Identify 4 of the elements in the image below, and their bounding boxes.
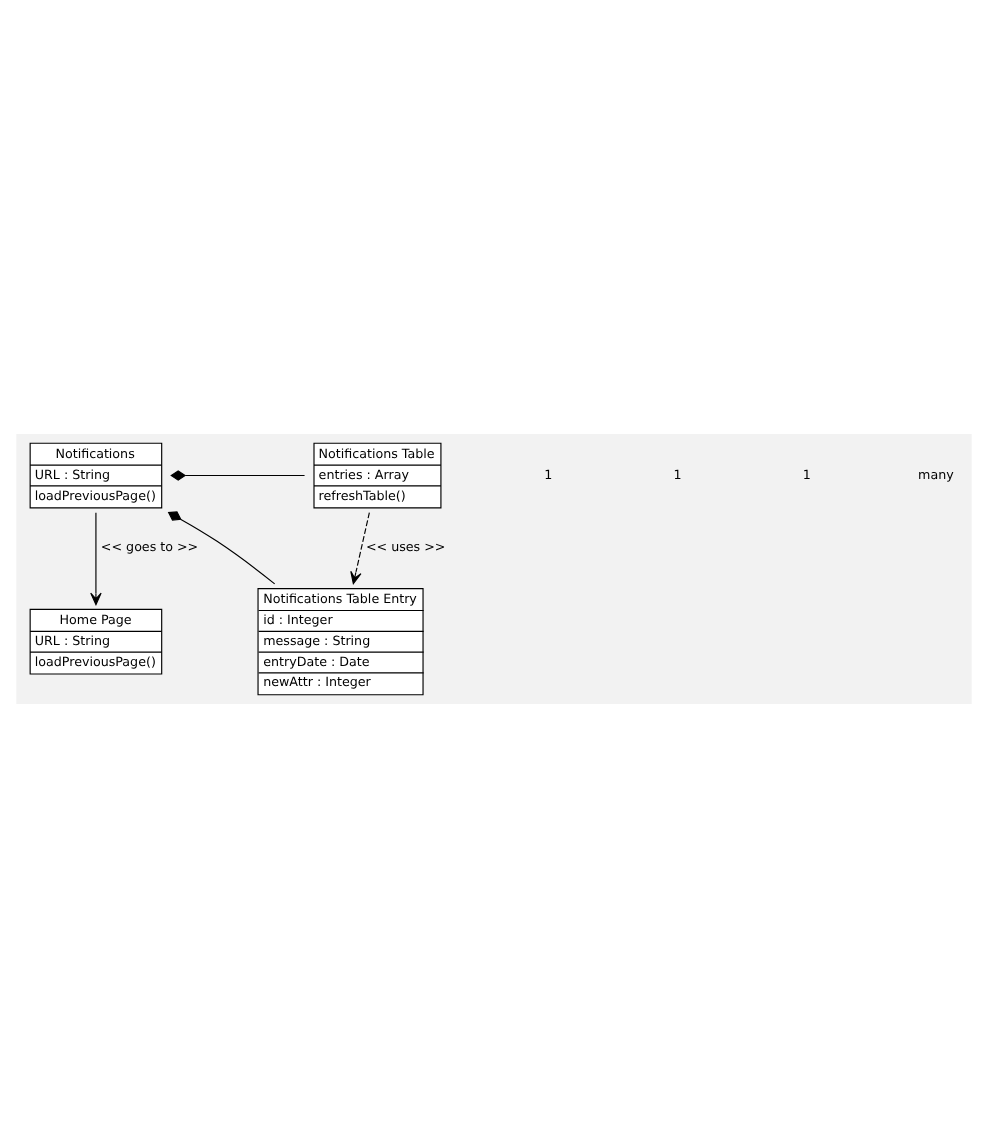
arrow — [90, 512, 102, 606]
connector — [170, 470, 306, 481]
arrow — [350, 512, 370, 585]
connector — [167, 511, 276, 585]
